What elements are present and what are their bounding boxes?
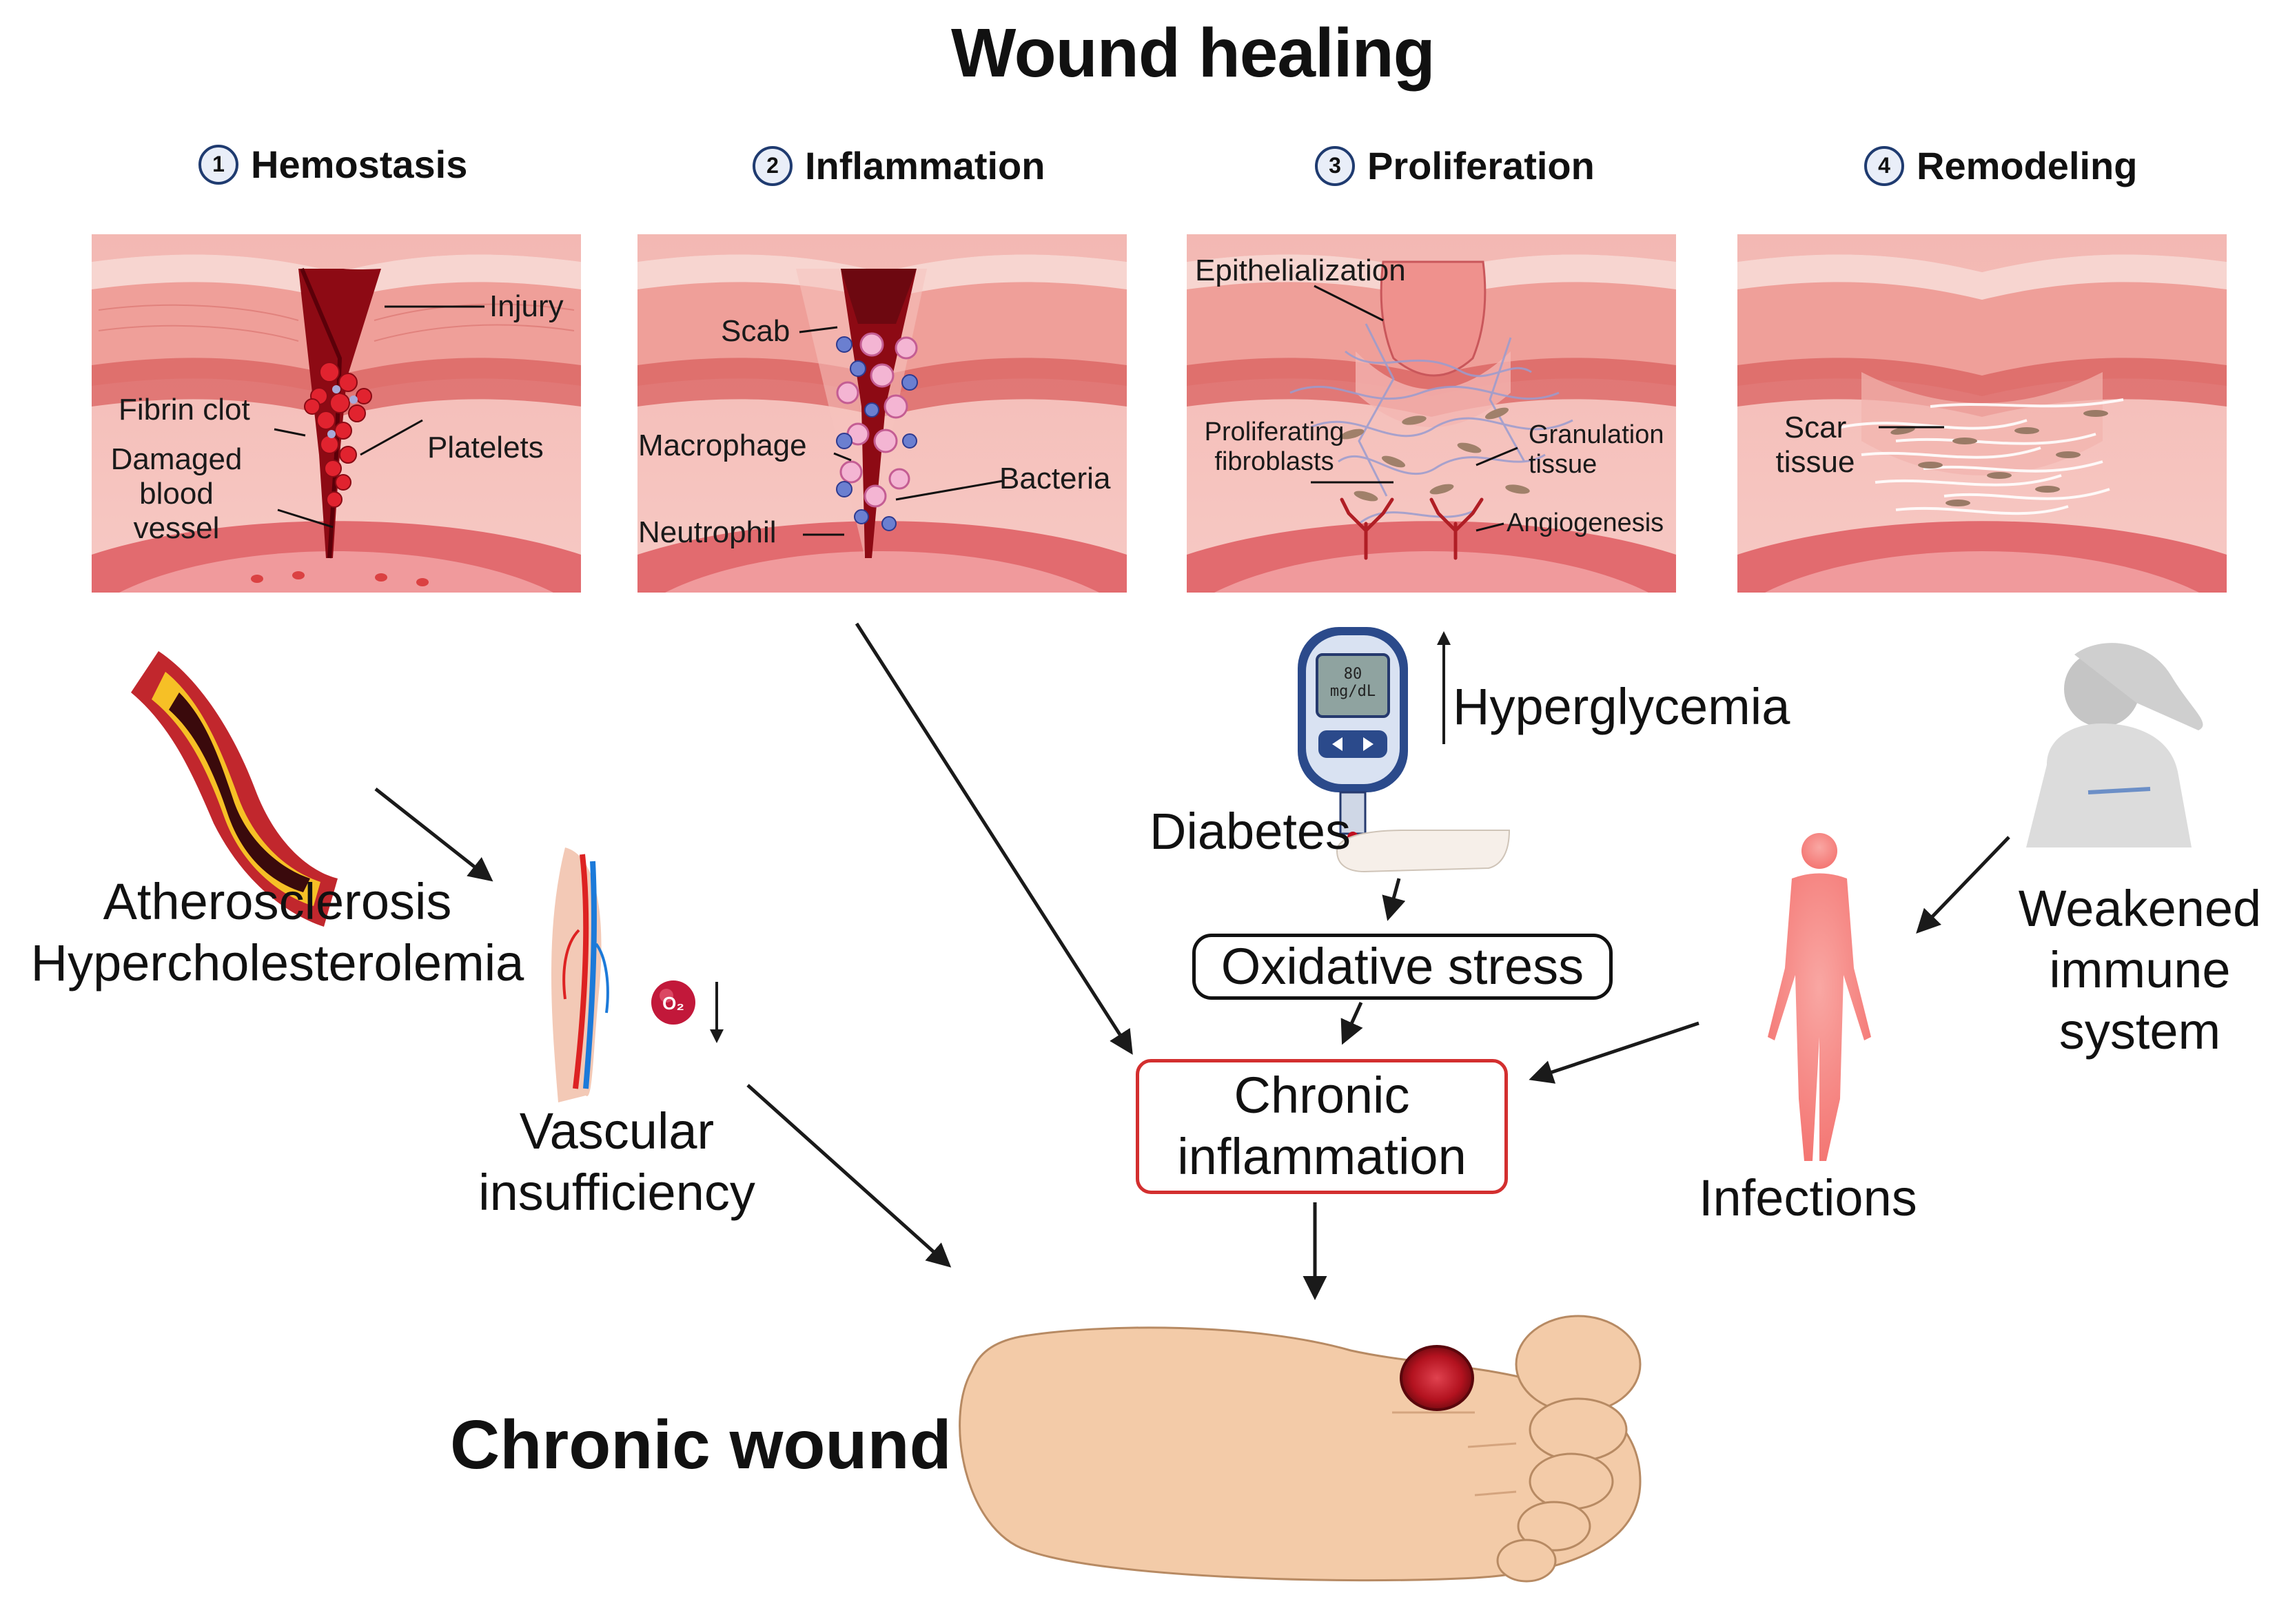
stage-number-badge: 2: [753, 145, 793, 186]
artery-illustration: [131, 651, 338, 927]
arrow-inflammation-to-chronic: [855, 622, 1133, 1055]
panel-hemostasis: [92, 234, 581, 593]
label-epithelialization: Epithelialization: [1195, 254, 1406, 287]
panel-remodeling: [1737, 234, 2227, 593]
stage-number-badge: 4: [1864, 145, 1904, 186]
label-proliferating-fibroblasts: Proliferating fibroblasts: [1204, 418, 1345, 476]
label-injury: Injury: [489, 289, 564, 323]
label-infections: Infections: [1699, 1169, 1917, 1226]
label-hyperglycemia: Hyperglycemia: [1453, 678, 1790, 735]
stage-number-badge: 3: [1315, 145, 1355, 186]
stage-heading-proliferation: 3 Proliferation: [1315, 143, 1595, 188]
finger-illustration: [1336, 830, 1511, 873]
stage-heading-hemostasis: 1 Hemostasis: [198, 142, 467, 187]
label-atherosclerosis-hypercholesterolemia: Atherosclerosis Hypercholesterolemia: [30, 873, 524, 991]
foot-illustration: [959, 1315, 1642, 1583]
label-bacteria: Bacteria: [999, 462, 1111, 495]
label-scab: Scab: [721, 314, 790, 348]
sick-person-icon: [2026, 643, 2203, 847]
arrow-diabetes-to-oxidative: [1382, 878, 1406, 921]
arrow-immune-to-infections: [1916, 836, 2010, 934]
ulcer-wound-icon: [1400, 1345, 1474, 1411]
label-scar-tissue: Scar tissue: [1775, 411, 1855, 479]
stage-heading-inflammation: 2 Inflammation: [753, 143, 1045, 188]
leg-illustration: [551, 847, 609, 1102]
stage-number-badge: 1: [198, 144, 238, 185]
label-platelets: Platelets: [427, 431, 544, 464]
arrow-atherosclerosis-to-vascular: [374, 788, 493, 882]
o2-molecule-icon: [651, 980, 695, 1025]
arrow-oxidative-to-chronic: [1340, 1001, 1363, 1045]
label-angiogenesis: Angiogenesis: [1507, 508, 1664, 537]
label-fibrin-clot: Fibrin clot: [119, 393, 250, 426]
label-neutrophil: Neutrophil: [638, 515, 777, 549]
stage-name: Proliferation: [1367, 144, 1595, 187]
label-granulation-tissue: Granulation tissue: [1529, 420, 1664, 479]
oxidative-stress-box: Oxidative stress: [1192, 934, 1613, 1000]
arrow-infections-to-chronic: [1529, 1021, 1699, 1084]
chronic-inflammation-box: Chronic inflammation: [1136, 1059, 1508, 1194]
label-chronic-wound: Chronic wound: [450, 1406, 952, 1483]
label-weakened-immune-system: Weakened immune system: [2018, 880, 2262, 1060]
label-vascular-insufficiency: Vascular insufficiency: [478, 1102, 755, 1221]
panel-proliferation: [1187, 234, 1676, 593]
panel-inflammation: [637, 234, 1127, 593]
page-title: Wound healing: [951, 14, 1436, 92]
label-diabetes: Diabetes: [1150, 803, 1351, 860]
stage-heading-remodeling: 4 Remodeling: [1864, 143, 2137, 188]
o2-label: O₂: [662, 993, 684, 1014]
arrow-vascular-to-wound: [746, 1084, 952, 1268]
infected-body-icon: [1768, 833, 1871, 1161]
stage-name: Hemostasis: [251, 143, 468, 186]
label-damaged-blood-vessel: Damaged blood vessel: [110, 442, 243, 545]
stage-name: Inflammation: [805, 144, 1045, 187]
label-macrophage: Macrophage: [638, 429, 807, 462]
stage-name: Remodeling: [1917, 144, 2138, 187]
glucometer-readout: 80 mg/dL: [1329, 666, 1376, 701]
glucometer-icon: [1298, 627, 1408, 843]
